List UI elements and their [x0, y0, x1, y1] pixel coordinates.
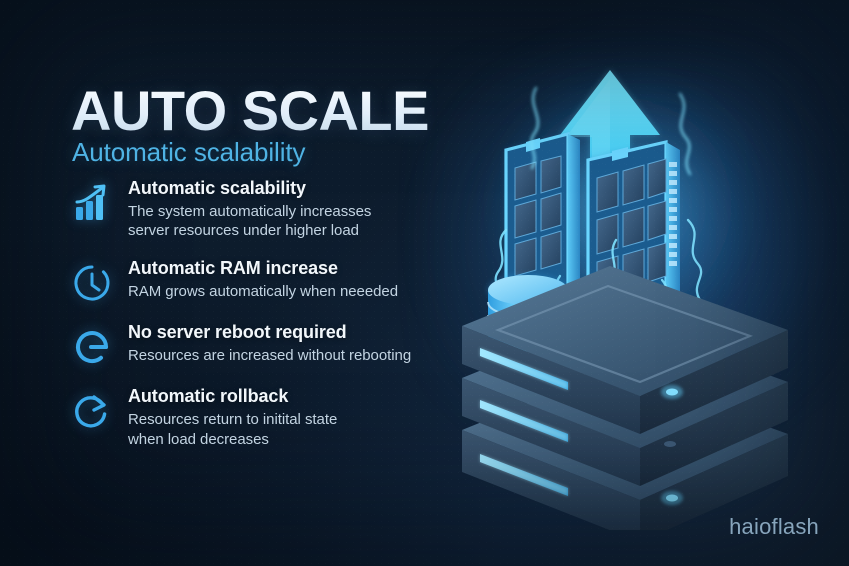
brand-watermark: haioflash	[729, 514, 819, 539]
page-subtitle: Automatic scalability	[72, 136, 306, 167]
list-item: Automatic RAM increase RAM grows automat…	[70, 257, 490, 305]
power-e-icon	[70, 325, 114, 369]
list-item-text: Automatic scalability The system automat…	[114, 177, 371, 241]
list-item: No server reboot required Resources are …	[70, 321, 490, 369]
list-item: Automatic scalability The system automat…	[70, 177, 490, 241]
ram-module-left	[504, 131, 580, 305]
list-item-description: The system automatically increasses serv…	[128, 202, 372, 240]
list-item: Automatic rollback Resources return to i…	[70, 385, 490, 449]
list-item-title: No server reboot required	[128, 322, 347, 343]
feature-list: Automatic scalability The system automat…	[70, 177, 490, 466]
server-unit-top	[462, 266, 788, 434]
list-item-description: RAM grows automatically when neeeded	[128, 282, 399, 300]
page-title: AUTO SCALE	[71, 78, 430, 142]
list-item-text: No server reboot required Resources are …	[114, 321, 411, 365]
list-item-title: Automatic rollback	[128, 386, 289, 407]
list-item-description: Resources are increased without rebootin…	[128, 346, 412, 364]
list-item-title: Automatic RAM increase	[128, 258, 338, 279]
list-item-title: Automatic scalability	[128, 178, 306, 198]
server-stack-autoscale-illustration	[440, 30, 840, 530]
gauge-meter-icon	[70, 261, 114, 305]
list-item-text: Automatic RAM increase RAM grows automat…	[114, 257, 398, 301]
bar-chart-growth-icon	[70, 181, 114, 225]
refresh-rollback-icon	[70, 389, 114, 433]
list-item-description: Resources return to initital state when …	[128, 410, 338, 448]
list-item-text: Automatic rollback Resources return to i…	[114, 385, 337, 449]
